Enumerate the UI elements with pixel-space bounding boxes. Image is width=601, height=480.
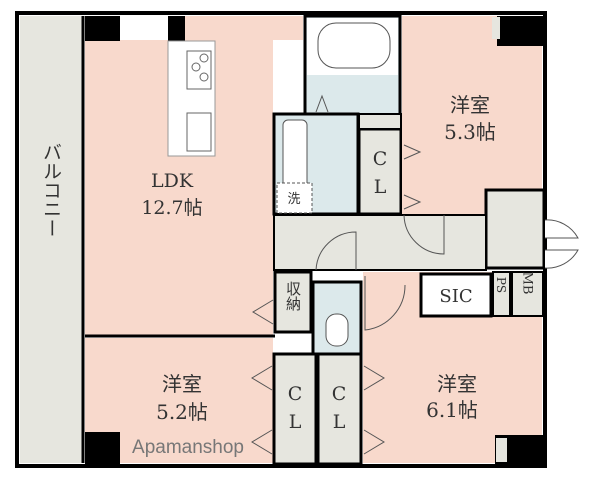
bedroom3-name: 洋室 — [437, 372, 477, 396]
watermark: Apamanshop — [132, 437, 244, 458]
entrance — [484, 188, 546, 270]
closet-2 — [272, 352, 318, 466]
bedroom2-name: 洋室 — [162, 372, 202, 396]
storage-label: 収納 — [284, 281, 302, 312]
closet-3 — [316, 352, 363, 466]
pillar — [85, 16, 120, 41]
ps-label: PS — [494, 277, 508, 293]
bedroom2-size: 5.2帖 — [156, 400, 208, 424]
closet2-l: L — [289, 411, 302, 433]
bedroom1-name: 洋室 — [450, 93, 490, 117]
pillar — [168, 16, 185, 41]
bathtub-icon — [317, 22, 391, 69]
balcony-label: バルコニー — [40, 143, 62, 238]
svg-text:バルコニー: バルコニー — [40, 143, 62, 238]
bedroom1-size: 5.3帖 — [444, 120, 496, 144]
entrance-door[interactable] — [544, 219, 579, 239]
ps — [492, 271, 511, 317]
sic-closet — [419, 272, 493, 318]
closet3-l: L — [333, 411, 346, 433]
wash-label: 洗 — [287, 192, 300, 207]
closet2-c: C — [288, 383, 303, 405]
pillar — [497, 16, 545, 46]
balcony — [20, 16, 82, 463]
closet3-c: C — [332, 383, 347, 405]
ldk-name: LDK — [151, 170, 194, 192]
closet-c-label: C — [373, 148, 388, 170]
stove-icon — [186, 50, 212, 90]
closet-l-label: L — [374, 176, 387, 198]
closet-1 — [357, 127, 403, 216]
storage — [273, 270, 313, 334]
washbasin-icon — [282, 119, 308, 193]
hallway — [273, 214, 487, 271]
sink-icon — [186, 112, 212, 152]
ldk-size: 12.7帖 — [141, 197, 202, 219]
room-bedroom-5-3 — [402, 16, 542, 216]
washing-machine-space — [276, 182, 313, 214]
mb-label: MB — [520, 272, 535, 295]
sic-label: SIC — [439, 286, 472, 307]
pillar — [85, 432, 120, 464]
toilet-icon — [325, 313, 349, 347]
bedroom3-size: 6.1帖 — [426, 398, 478, 422]
mb — [511, 271, 544, 317]
